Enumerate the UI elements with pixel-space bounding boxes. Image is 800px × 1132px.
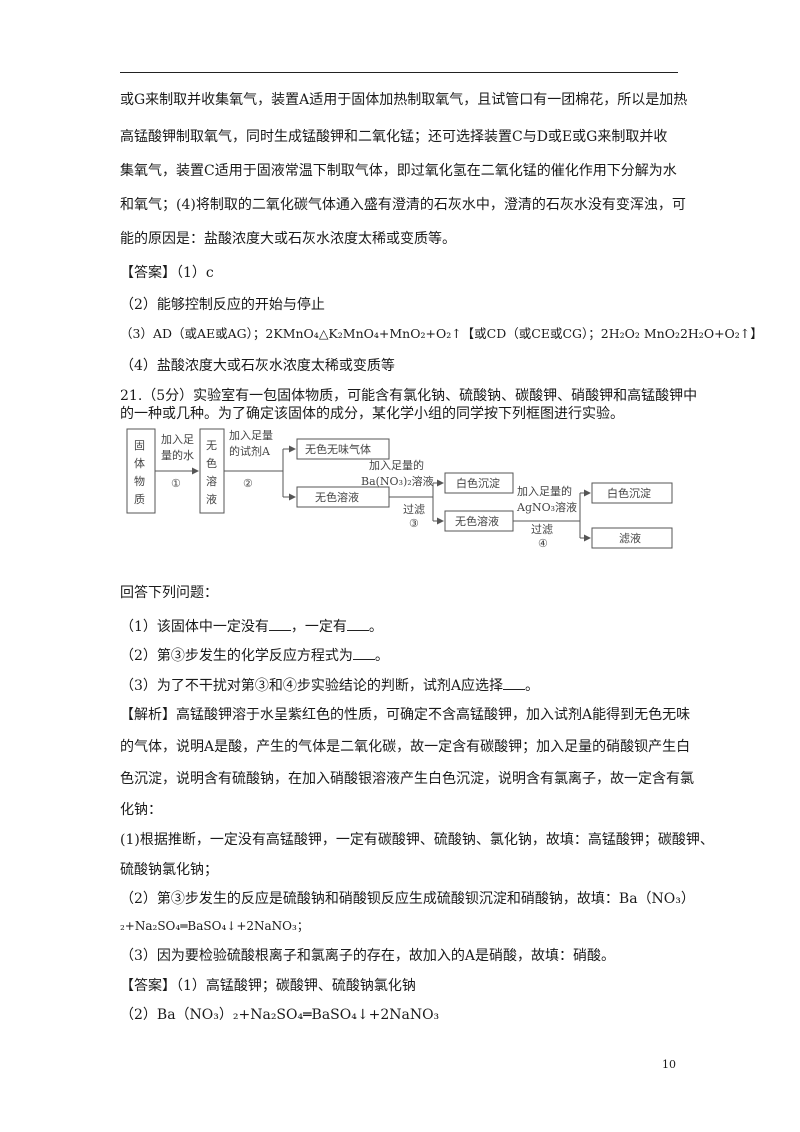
- explanation-line: 色沉淀，说明含有硫酸钠，在加入硝酸银溶液产生白色沉淀，说明含有氯离子，故一定含有…: [120, 771, 694, 787]
- explanation-line: (1)根据推断，一定没有高锰酸钾，一定有碳酸钾、硫酸钠、氯化钠，故填：高锰酸钾；…: [120, 832, 714, 848]
- solution-3-label: 无色溶液: [455, 514, 499, 528]
- step3-label: 加入足量的: [369, 458, 424, 472]
- answer-blank: [352, 647, 375, 660]
- explanation-line: 的气体，说明A是酸，产生的气体是二氧化碳，故一定含有碳酸钾；加入足量的硝酸钡产生…: [120, 739, 691, 755]
- filtrate-label: 滤液: [619, 531, 641, 545]
- answer-line: （2）能够控制反应的开始与停止: [120, 297, 325, 313]
- explanation-line: 化钠：: [120, 802, 162, 818]
- solution-2-label: 无色溶液: [315, 490, 359, 504]
- answer-line: （3）AD（或AE或AG）；2KMnO₄△K₂MnO₄+MnO₂+O₂↑【或CD…: [120, 326, 763, 341]
- text-line: 高锰酸钾制取氧气，同时生成锰酸钾和二氧化锰；还可选择装置C与D或E或G来制取并收: [120, 129, 668, 145]
- step3-label: 过滤: [403, 503, 425, 516]
- final-answer-line: 【答案】（1）高锰酸钾；碳酸钾、硫酸钠氯化钠: [120, 978, 416, 994]
- sub-question-text: ，一定有: [290, 619, 347, 635]
- box-colorless-char: 溶: [206, 474, 217, 488]
- box-solid-char: 物: [134, 474, 145, 488]
- sub-question-text: （2）第③步发生的化学反应方程式为: [120, 648, 353, 664]
- step2-label: 的试剂A: [229, 444, 271, 458]
- question-line: 的一种或几种。为了确定该固体的成分，某化学小组的同学按下列框图进行实验。: [120, 406, 624, 422]
- sub-question-text: （3）为了不干扰对第③和④步实验结论的判断，试剂A应选择: [120, 678, 504, 694]
- sub-question-2: （2）第③步发生的化学反应方程式为 。: [120, 646, 389, 666]
- gas-label: 无色无味气体: [305, 442, 371, 456]
- sub-question-text: 。: [368, 619, 383, 635]
- step4-label: 加入足量的: [517, 484, 572, 498]
- precipitate-4-label: 白色沉淀: [607, 486, 651, 500]
- precipitate-3-label: 白色沉淀: [456, 476, 500, 490]
- explanation-line: （3）因为要检验硫酸根离子和氯离子的存在，故加入的A是硝酸，故填：硝酸。: [120, 948, 616, 964]
- box-colorless-char: 色: [206, 456, 217, 470]
- box-solid-char: 体: [134, 456, 145, 470]
- step4-label: AgNO₃溶液: [516, 500, 577, 514]
- step3-label: Ba(NO₃)₂溶液: [361, 474, 434, 488]
- box-solid-char: 固: [134, 439, 145, 452]
- box-precipitate-4: [591, 482, 673, 504]
- explanation-line: ₂+Na₂SO₄═BaSO₄↓+2NaNO₃；: [120, 919, 309, 933]
- box-gas: [296, 438, 390, 460]
- step4-label: 过滤: [531, 523, 553, 536]
- answer-blank: [346, 618, 369, 631]
- step1-label: 加入足: [161, 433, 194, 446]
- text-line: 或G来制取并收集氧气，装置A适用于固体加热制取氧气，且试管口有一团棉花，所以是加…: [120, 92, 688, 108]
- sub-question-text: （1）该固体中一定没有: [120, 619, 269, 635]
- step2-number: ②: [243, 477, 253, 490]
- sub-question-1: （1）该固体中一定没有 ，一定有 。: [120, 617, 383, 637]
- explanation-line: 硫酸钠氯化钠；: [120, 862, 218, 878]
- step3-number: ③: [409, 517, 419, 530]
- explanation-line: （2）第③步发生的反应是硫酸钠和硝酸钡反应生成硫酸钡沉淀和硝酸钠，故填：Ba（N…: [120, 891, 695, 907]
- box-solid-char: 质: [134, 493, 145, 506]
- step4-number: ④: [538, 537, 548, 550]
- box-precipitate-3: [444, 472, 514, 494]
- answer-line: 【答案】（1）c: [120, 265, 214, 281]
- final-answer-line: （2）Ba（NO₃）₂+Na₂SO₄═BaSO₄↓+2NaNO₃: [120, 1007, 440, 1023]
- sub-question-text: 。: [525, 678, 540, 694]
- box-colorless-char: 无: [206, 439, 217, 452]
- box-colorless-char: 液: [206, 492, 217, 506]
- step1-number: ①: [171, 477, 181, 490]
- answer-line: （4）盐酸浓度大或石灰水浓度太稀或变质等: [120, 358, 395, 374]
- text-line: 集氧气，装置C适用于固液常温下制取气体，即过氧化氢在二氧化锰的催化作用下分解为水: [120, 163, 677, 179]
- header-rule: [120, 72, 678, 73]
- sub-question-text: 。: [374, 648, 389, 664]
- text-line: 能的原因是：盐酸浓度大或石灰水浓度太稀或变质等。: [120, 231, 456, 247]
- sub-question-3: （3）为了不干扰对第③和④步实验结论的判断，试剂A应选择 。: [120, 676, 539, 696]
- text-line: 回答下列问题：: [120, 585, 218, 601]
- step1-label: 量的水: [161, 448, 194, 462]
- answer-blank: [503, 677, 526, 690]
- experiment-flowchart: 固 体 物 质 无 色 溶 液 加入足 量的水 ① 加入足量 的试剂A ② 无色…: [126, 428, 673, 550]
- text-line: 和氧气；(4)将制取的二氧化碳气体通入盛有澄清的石灰水中，澄清的石灰水没有变浑浊…: [120, 197, 686, 213]
- step2-label: 加入足量: [229, 429, 273, 442]
- question-line: 21.（5分）实验室有一包固体物质，可能含有氯化钠、硫酸钠、碳酸钾、硝酸钾和高锰…: [120, 388, 698, 404]
- box-filtrate: [591, 527, 673, 549]
- explanation-line: 【解析】高锰酸钾溶于水呈紫红色的性质，可确定不含高锰酸钾，加入试剂A能得到无色无…: [120, 707, 691, 723]
- answer-blank: [268, 618, 291, 631]
- page-number: 10: [662, 1058, 676, 1071]
